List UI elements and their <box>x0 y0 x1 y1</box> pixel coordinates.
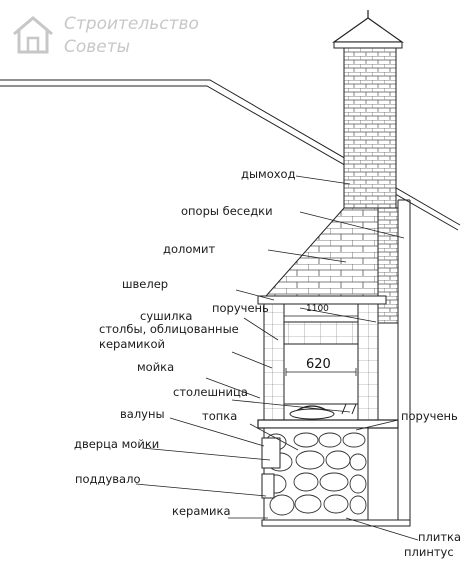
label-sushilka: сушилка <box>140 309 193 323</box>
label-topka: топка <box>202 409 238 423</box>
label-keramika: керамика <box>172 504 231 518</box>
house-icon <box>13 16 53 54</box>
label-dymokhod: дымоход <box>241 167 296 181</box>
dimension-620 <box>285 368 357 376</box>
label-poruchen-right: поручень <box>401 409 458 423</box>
chimney-cap <box>332 10 404 49</box>
label-valuny: валуны <box>120 407 165 421</box>
left-column <box>263 303 285 427</box>
label-moyka: мойка <box>137 360 175 374</box>
label-plitka: плитка <box>418 530 462 544</box>
cauldron <box>289 403 357 420</box>
label-dolomit: доломит <box>163 242 216 256</box>
dimension-1100-label: 1100 <box>306 304 329 314</box>
channel-beam <box>257 295 387 305</box>
label-stoleshnitsa: столешница <box>173 385 248 399</box>
right-column <box>357 303 379 427</box>
label-stolby-line2: керамикой <box>99 337 165 351</box>
label-stolby-line1: столбы, облицованные <box>99 322 239 336</box>
sink-door <box>261 437 281 469</box>
label-dvertsa-moyki: дверца мойки <box>74 437 160 451</box>
countertop <box>257 419 399 429</box>
dimension-620-label: 620 <box>306 357 331 372</box>
label-poddouvalo: поддувало <box>75 472 141 486</box>
watermark-line-1: Строительство <box>64 14 199 34</box>
label-poruchen-top: поручень <box>212 301 269 315</box>
side-column <box>377 207 399 324</box>
firebox-opening <box>283 343 359 405</box>
leader-lines <box>135 175 419 541</box>
ash-door <box>261 473 275 499</box>
label-opory-besedki: опоры беседки <box>181 204 273 218</box>
label-shveler: швелер <box>122 277 169 291</box>
label-plintus: плинтус <box>404 545 454 559</box>
watermark-line-2: Советы <box>64 37 131 57</box>
floor-tile <box>261 519 411 527</box>
upper-panel <box>283 321 359 345</box>
watermark: Строительство Советы <box>8 10 238 60</box>
chimney <box>343 47 397 209</box>
